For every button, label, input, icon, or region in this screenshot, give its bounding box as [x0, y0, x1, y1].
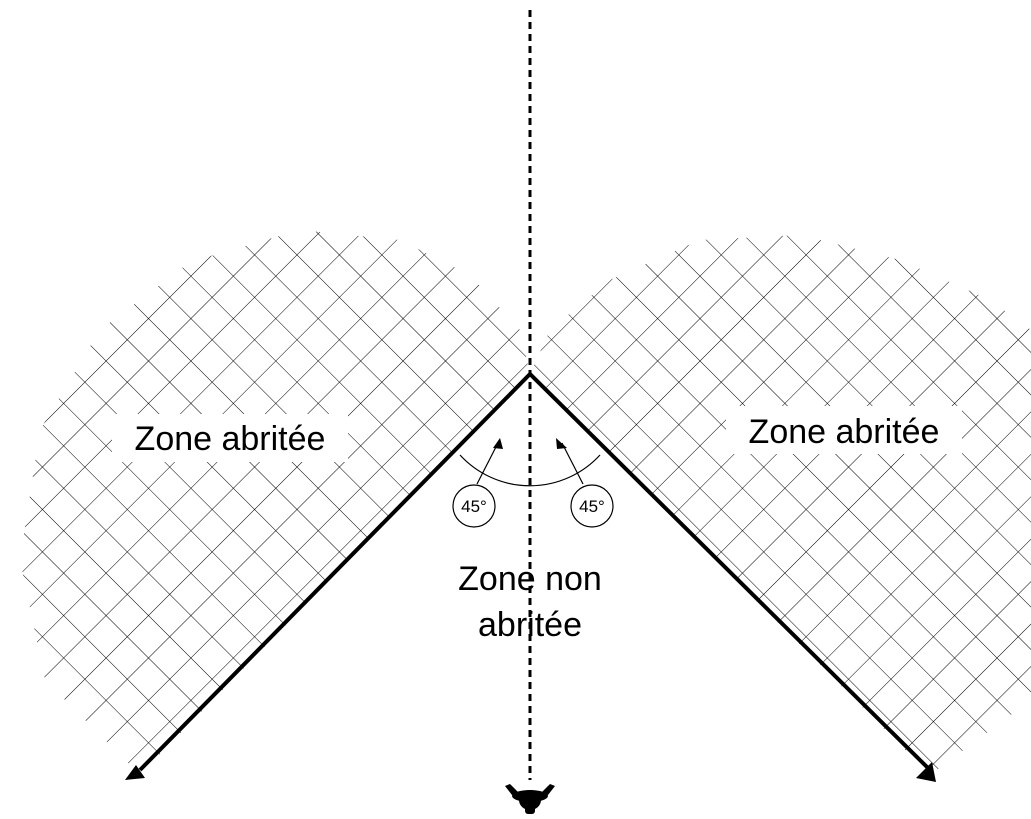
right-angle-pointer: [561, 442, 584, 485]
right-boundary-line: [528, 372, 932, 772]
left-angle-pointer-head-icon: [493, 438, 503, 449]
angle-badge-right: [570, 484, 614, 528]
right-arrowhead-icon: [916, 762, 936, 782]
right-label-bg: [726, 406, 962, 454]
center-zone-label-line1: Zone non: [458, 560, 602, 598]
left-angle-pointer: [476, 442, 499, 485]
left-label-bg: [112, 414, 348, 462]
left-boundary-line: [138, 372, 532, 772]
right-zone-label: Zone abritée: [749, 413, 940, 451]
right-angle-pointer-head-icon: [556, 438, 567, 449]
angle-arc: [459, 454, 601, 487]
person-top-view-icon: [505, 784, 555, 814]
angle-badge-left: [452, 484, 496, 528]
angle-label-left: 45°: [461, 497, 487, 516]
angle-label-right: 45°: [579, 497, 605, 516]
left-zone-label: Zone abritée: [135, 420, 326, 458]
center-zone-label-line2: abritée: [478, 606, 582, 644]
left-arrowhead-icon: [125, 765, 145, 780]
